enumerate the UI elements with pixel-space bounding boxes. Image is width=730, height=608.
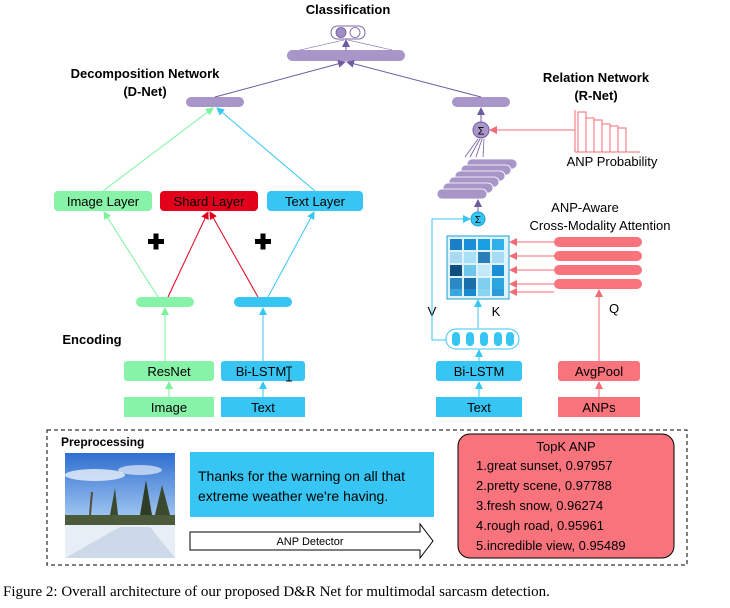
sum-node-top-symbol: Σ [478,126,485,138]
dnet-representation [186,97,244,107]
fusion-fan-line-1 [299,39,345,51]
shared-layer-label: Shard Layer [174,194,245,209]
anp-detector-label: ANP Detector [276,536,343,548]
image-input-box [124,397,214,417]
avgpool-label: AvgPool [575,364,623,379]
text-layer-to-dnet-arrow [216,107,316,192]
topk-item-2: 2.pretty scene, 0.97788 [476,478,612,493]
plus-icon-left [148,233,164,250]
sum-node-attention: Σ [470,211,486,227]
dnet-title-line1: Decomposition Network [71,66,221,81]
tweet-line2: extreme weather we're having. [198,488,388,504]
anps-input-label: ANPs [582,400,616,415]
resnet-box [124,361,214,381]
image-layer-to-dnet-arrow [102,107,214,192]
topk-item-1: 1.great sunset, 0.97957 [476,458,613,473]
image-enc-to-shared-layer [167,211,209,298]
resnet-label: ResNet [147,364,191,379]
plus-icon-right [255,233,271,250]
topk-item-4: 4.rough road, 0.95961 [476,518,604,533]
tweet-box [190,452,434,517]
anp-probability-label: ANP Probability [567,154,658,169]
value-path-arrow [431,215,471,341]
classification-output-node [330,25,366,40]
fusion-layer [287,50,405,61]
classification-title: Classification [306,2,391,17]
dnet-title-line2: (D-Net) [123,84,166,99]
text-input-right-box [436,397,522,417]
anp-probability-histogram [574,110,640,153]
text-enc-to-text-layer [267,211,315,298]
image-input-label: Image [151,400,187,415]
stack-to-sum-line [464,138,479,158]
dnet-to-fusion-arrow [214,59,346,98]
preprocessing-title: Preprocessing [61,435,144,449]
rnet-representation [452,97,510,107]
bilstm-right-label: Bi-LSTM [454,364,505,379]
text-enc-to-shared-layer [209,211,259,298]
sum-node-top: Σ [472,121,490,139]
sum-node-attention-symbol: Σ [475,215,481,226]
rnet-title-line1: Relation Network [543,70,650,85]
topk-anp-panel [457,433,675,559]
image-enc-to-image-layer [103,211,159,298]
bilstm-left-box [221,361,305,381]
bilstm-left-label: Bi-LSTM [236,364,287,379]
rnet-title-line2: (R-Net) [574,88,617,103]
avgpool-box [558,361,640,381]
rnet-to-fusion-arrow [346,59,482,98]
image-layer-label: Image Layer [67,194,140,209]
k-label: K [492,304,501,319]
query-arrows [509,238,554,296]
image-encoding-node [136,297,194,307]
anp-detector-arrow [189,522,434,560]
q-label: Q [609,301,619,316]
stack-to-sum-line-3 [475,138,483,158]
text-cursor-icon [286,366,292,382]
topk-item-5: 5.incredible view, 0.95489 [476,538,626,553]
topk-title: TopK ANP [536,439,595,454]
topk-item-3: 3.fresh snow, 0.96274 [476,498,603,513]
encoding-title: Encoding [62,332,121,347]
preprocessing-panel [46,429,688,566]
attention-title-line2: Cross-Modality Attention [530,218,671,233]
text-encoding-node [234,297,292,307]
anps-input-box [558,397,640,417]
bilstm-hidden-states [445,328,520,350]
tweet-line1: Thanks for the warning on all that [198,468,405,484]
attention-matrix [446,235,510,300]
text-layer-label: Text Layer [285,194,346,209]
image-layer-box [54,191,152,211]
bilstm-right-box [436,361,522,381]
text-input-right-label: Text [467,400,491,415]
text-layer-box [267,191,363,211]
text-input-left-box [221,397,305,417]
anp-query-embeddings [554,237,642,289]
shared-layer-box [160,191,258,211]
fusion-fan-line-2 [347,39,393,51]
attention-title-line1: ANP-Aware [551,200,619,215]
stack-to-sum-line-2 [469,138,481,158]
snow-scene-photo [65,453,175,558]
attended-vectors-stack [436,158,518,200]
figure-caption: Figure 2: Overall architecture of our pr… [3,584,550,600]
stack-to-sum-line-4 [482,138,485,158]
text-input-left-label: Text [251,400,275,415]
